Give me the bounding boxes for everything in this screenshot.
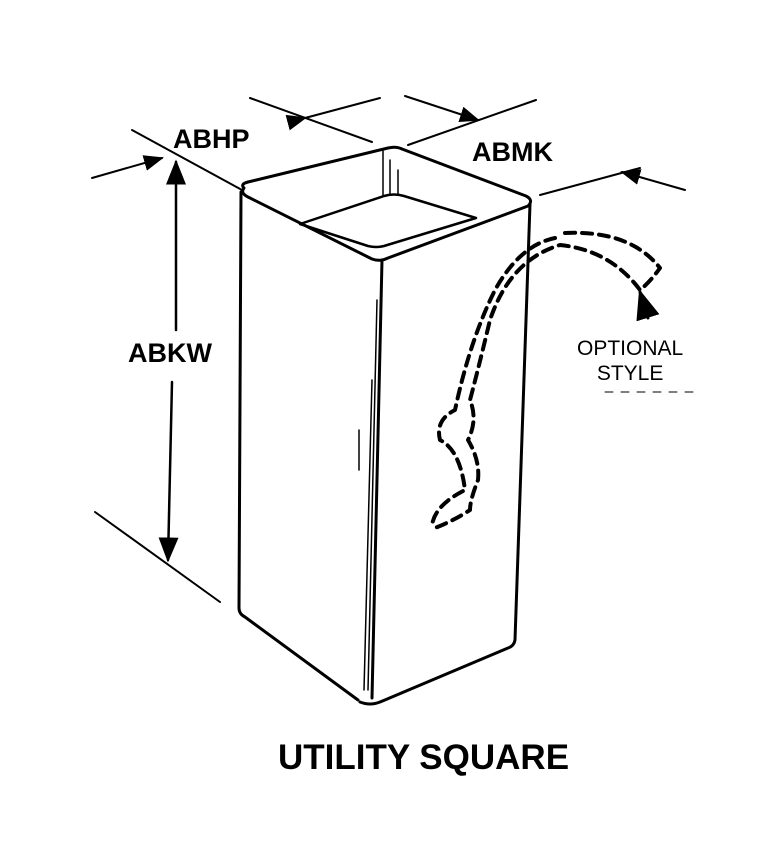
box-left-edge xyxy=(237,190,360,702)
dimension-label-abmk: ABMK xyxy=(472,137,553,167)
diagram-title: UTILITY SQUARE xyxy=(278,738,570,777)
box-rim-outer xyxy=(241,145,533,262)
handle-dashed xyxy=(430,236,557,527)
optional-note-line2: STYLE xyxy=(596,362,664,385)
dimension-label-abkw: ABKW xyxy=(128,338,212,368)
box-right-edge xyxy=(358,202,532,706)
dimension-label-abhp: ABHP xyxy=(173,124,250,154)
optional-style-note: OPTIONAL STYLE xyxy=(577,336,683,386)
optional-note-line1: OPTIONAL xyxy=(577,337,684,360)
box-front-edge xyxy=(370,258,384,700)
box-rim-inner xyxy=(298,193,478,249)
